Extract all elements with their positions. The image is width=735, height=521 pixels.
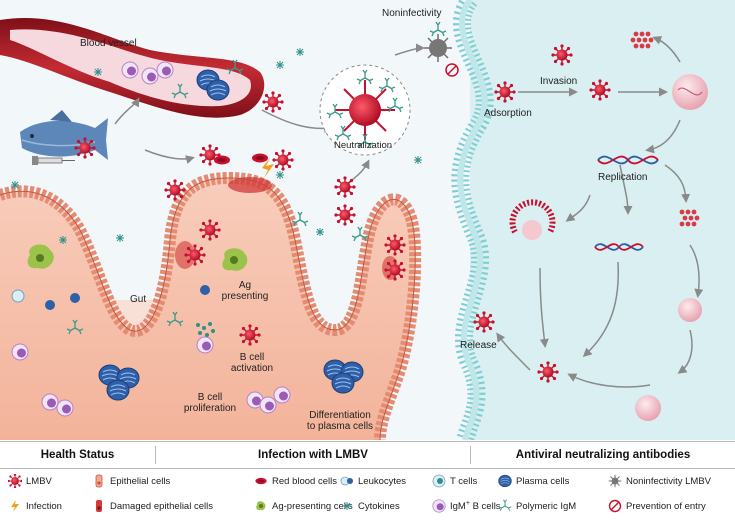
gut-label: Gut <box>130 294 147 305</box>
noninfectivity-label: Noninfectivity <box>382 8 442 19</box>
noninfective-virus <box>424 21 452 62</box>
t-cell-icon <box>432 474 446 488</box>
plasma-cell-icon <box>498 474 512 488</box>
assembling-virion <box>509 199 556 240</box>
section-health-status: Health Status <box>40 449 115 461</box>
apc-icon <box>256 501 266 511</box>
immune-cells <box>11 244 364 417</box>
legend-item: Leukocytes <box>340 473 406 489</box>
legend-item: IgM+ B cells <box>432 498 501 514</box>
blood-vessel <box>0 17 265 118</box>
lightning-icon <box>262 158 274 178</box>
cytokine-icon <box>342 501 352 511</box>
legend-item: Noninfectivity LMBV <box>608 473 711 489</box>
capsid-cluster <box>630 31 700 227</box>
replication-label: Replication <box>598 172 648 183</box>
epithelial-cell-icon <box>95 474 103 488</box>
illustration <box>0 0 735 440</box>
legend-item: Epithelial cells <box>92 473 170 489</box>
legend-item: T cells <box>432 473 477 489</box>
cell-membrane <box>451 0 494 440</box>
dna-helix <box>594 155 659 251</box>
blood-vessel-label: Blood vessel <box>80 38 137 49</box>
legend-item: Plasma cells <box>498 473 569 489</box>
b-cell-activation-label: B cell activation <box>230 352 274 374</box>
prevention-icon <box>445 63 459 77</box>
igm-icon <box>498 499 512 512</box>
legend: LMBV Epithelial cells Red blood cells Le… <box>0 468 735 521</box>
divider <box>155 446 156 464</box>
legend-item: Polymeric IgM <box>498 498 576 514</box>
section-antiviral: Antiviral neutralizing antibodies <box>515 449 691 461</box>
cell-vesicle <box>678 298 702 322</box>
legend-item: Infection <box>8 498 62 514</box>
ag-presenting-label: Ag presenting <box>221 280 269 302</box>
cell-vesicle <box>635 395 661 421</box>
red-blood-cell-icon <box>255 477 267 485</box>
damaged-epithelial-cell-icon <box>96 500 102 512</box>
prevention-icon <box>608 499 622 513</box>
adsorption-label: Adsorption <box>484 108 532 119</box>
noninfective-virus-icon <box>608 474 622 488</box>
section-infection: Infection with LMBV <box>258 449 368 461</box>
b-cell-icon <box>432 499 446 513</box>
leukocyte-icon <box>340 476 353 486</box>
b-cell-proliferation-label: B cell proliferation <box>183 392 237 414</box>
neutralization-label: Neutralization <box>334 140 393 151</box>
lightning-icon <box>11 500 19 512</box>
invasion-label: Invasion <box>540 76 578 87</box>
virus-icon <box>8 474 22 488</box>
divider <box>470 446 471 464</box>
syringe-icon <box>32 156 75 165</box>
legend-item: Ag-presenting cells <box>254 498 353 514</box>
legend-item: Damaged epithelial cells <box>92 498 213 514</box>
legend-item: Red blood cells <box>254 473 337 489</box>
legend-item: Cytokines <box>340 498 400 514</box>
section-header-bar: Health Status Infection with LMBV Antivi… <box>0 441 735 469</box>
neutralization-complex <box>319 64 411 156</box>
legend-item: Prevention of entry <box>608 498 706 514</box>
release-label: Release <box>460 340 497 351</box>
infected-cell-nucleus <box>672 74 708 110</box>
legend-item: LMBV <box>8 473 52 489</box>
differentiation-label: Differentiation to plasma cells <box>306 410 374 432</box>
